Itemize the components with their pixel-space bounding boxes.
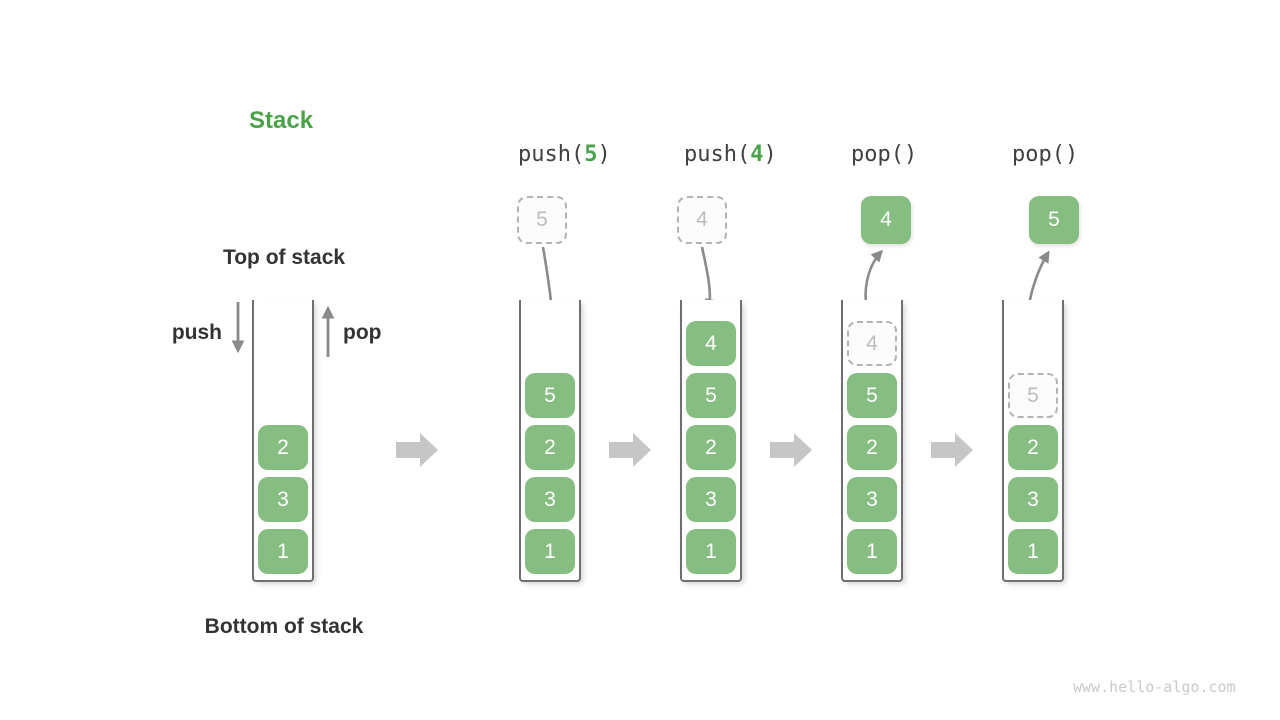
stack-item: 1 [686,529,736,574]
next-stage-arrow-icon [609,433,651,467]
stack-item: 2 [258,425,308,470]
stack-item: 2 [525,425,575,470]
floating-ghost-value-box: 4 [677,196,727,244]
stack-item: 3 [1008,477,1058,522]
stack-item-ghost: 5 [1008,373,1058,418]
stack-item: 2 [686,425,736,470]
stack-item: 4 [686,321,736,366]
stack-item: 3 [258,477,308,522]
push-label: push [171,321,222,344]
top-of-stack-label: Top of stack [222,246,346,269]
pop-label: pop [343,321,382,344]
stack-item: 3 [525,477,575,522]
operation-label: pop() [1012,142,1078,167]
floating-popped-value-box: 4 [861,196,911,244]
watermark: www.hello-algo.com [1073,678,1236,696]
stack-item: 5 [525,373,575,418]
stack-item: 1 [847,529,897,574]
floating-popped-value-box: 5 [1029,196,1079,244]
floating-ghost-value-box: 5 [517,196,567,244]
push-flow-arrow-icon [700,246,717,311]
next-stage-arrow-icon [931,433,973,467]
operation-label: pop() [851,142,917,167]
stack-item: 3 [686,477,736,522]
operation-text: push( [684,142,751,167]
stack-item: 1 [525,529,575,574]
operation-label: push(5) [518,142,611,167]
stack-item: 5 [686,373,736,418]
stack-item-ghost: 4 [847,321,897,366]
bottom-of-stack-label: Bottom of stack [204,615,364,638]
stack-item: 2 [1008,425,1058,470]
operation-arg: 4 [750,142,764,167]
stack-item: 3 [847,477,897,522]
next-stage-arrow-icon [770,433,812,467]
operation-arg: 5 [584,142,598,167]
operation-text: push( [518,142,585,167]
operation-text: pop() [1012,142,1079,167]
diagram-title: Stack [249,107,314,134]
operation-text: ) [597,142,611,167]
stack-item: 2 [847,425,897,470]
operation-text: pop() [851,142,918,167]
stack-item: 1 [258,529,308,574]
operation-text: ) [763,142,777,167]
stack-item: 1 [1008,529,1058,574]
next-stage-arrow-icon [396,433,438,467]
stack-item: 5 [847,373,897,418]
operation-label: push(4) [684,142,777,167]
